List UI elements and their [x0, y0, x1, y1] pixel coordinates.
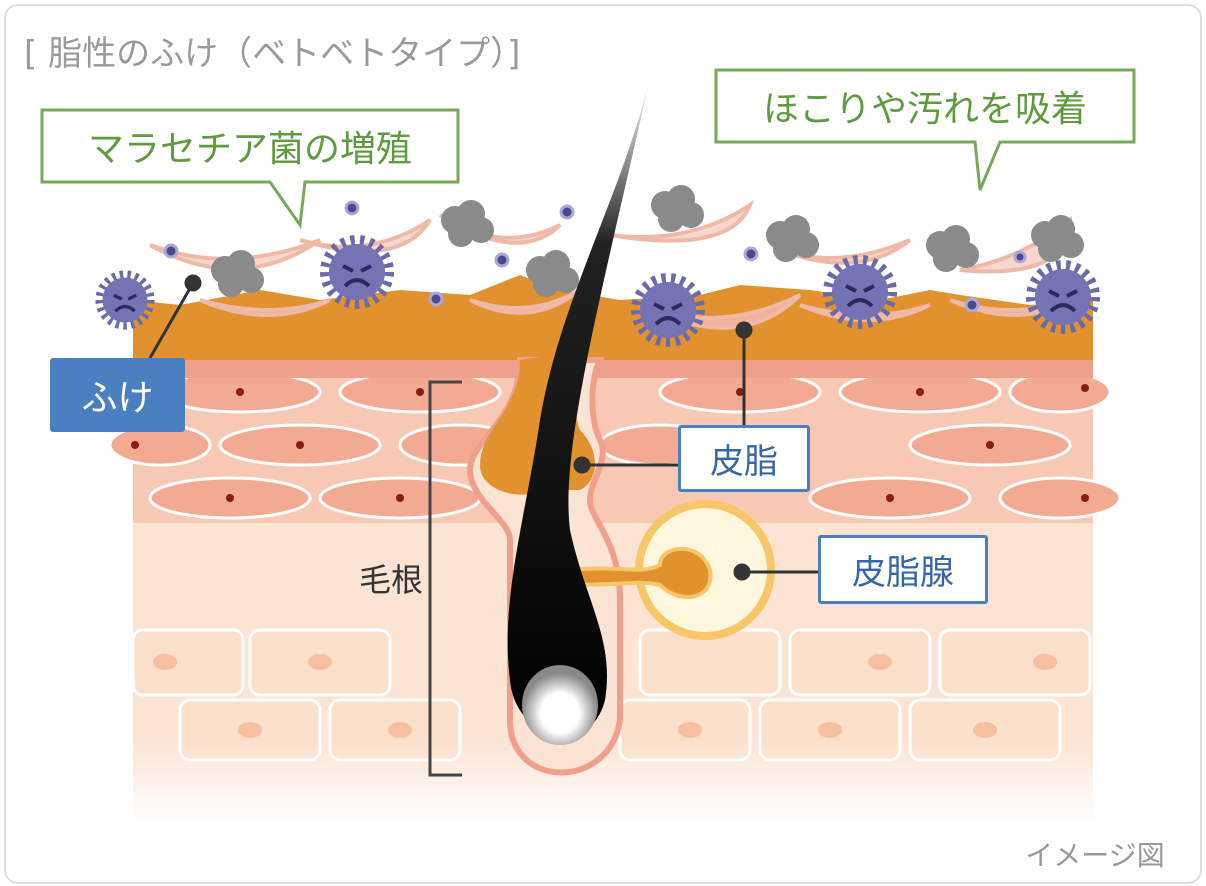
diagram-title: [ 脂性のふけ（ベトベトタイプ）]: [24, 33, 521, 74]
callout-malassezia: マラセチア菌の増殖: [87, 129, 412, 170]
label-sebaceous-gland: 皮脂腺: [818, 535, 988, 604]
hair-bulb: [522, 665, 598, 745]
caption-image-note: イメージ図: [1025, 839, 1165, 872]
sebum-layer: [133, 275, 1093, 360]
hair-root-bracket: [428, 380, 462, 777]
callout-dust: ほこりや汚れを吸着: [762, 89, 1087, 130]
callout-malassezia-box: [40, 108, 460, 230]
label-sebum: 皮脂: [678, 425, 810, 492]
granular-layer: [133, 360, 1093, 378]
label-dandruff: ふけ: [50, 358, 185, 432]
callout-dust-box: [714, 68, 1136, 191]
hair-shaft: [507, 78, 650, 737]
label-hair-root: 毛根: [358, 561, 423, 599]
